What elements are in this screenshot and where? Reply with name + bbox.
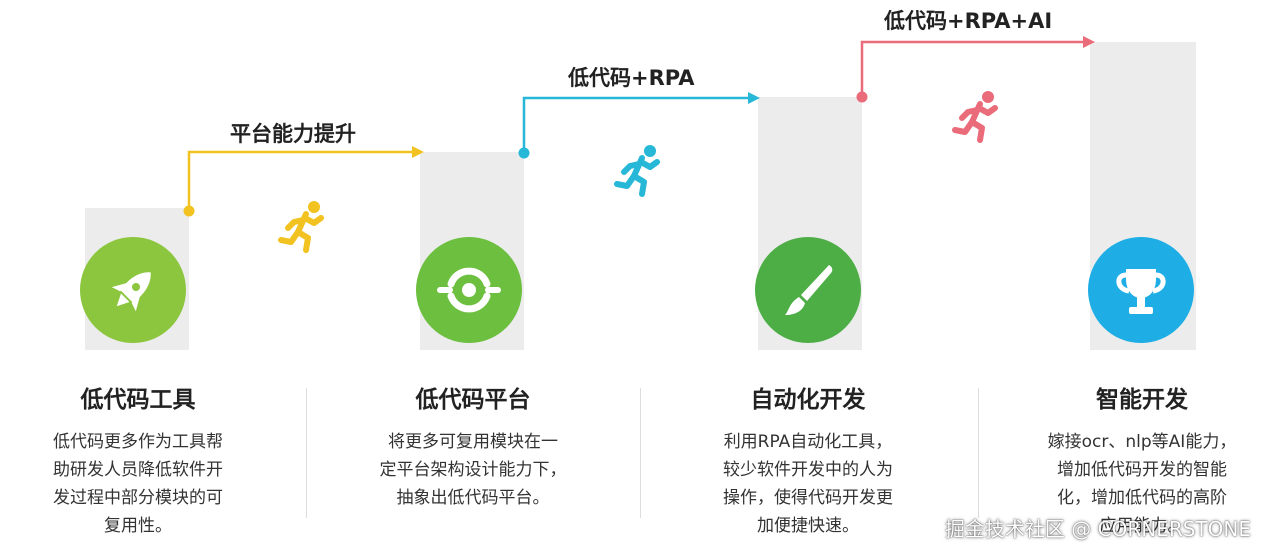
stage-circle-tool xyxy=(80,237,186,343)
stage-desc-smart: 嫁接ocr、nlp等AI能力， 增加低代码开发的智能 化，增加低代码的高阶 应用… xyxy=(1047,432,1237,536)
stage-circle-smart xyxy=(1088,237,1194,343)
sync-icon xyxy=(437,267,501,313)
stage-desc-automation: 利用RPA自动化工具， 较少软件开发中的人为 操作，使得代码开发更 加便捷快速。 xyxy=(723,432,893,536)
brush-icon xyxy=(785,265,833,315)
step-label-1: 平台能力提升 xyxy=(230,122,356,146)
runner-icon xyxy=(278,201,324,253)
stage-desc-tool: 低代码更多作为工具帮 助研发人员降低软件开 发过程中部分模块的可 复用性。 xyxy=(53,432,223,536)
runner-icon xyxy=(952,91,998,143)
stage-desc-platform: 将更多可复用模块在一 定平台架构设计能力下， 抽象出低代码平台。 xyxy=(379,432,567,508)
column-divider xyxy=(306,388,307,518)
stage-circle-automation xyxy=(755,237,861,343)
column-divider xyxy=(978,388,979,518)
rocket-icon xyxy=(111,272,151,312)
arrow-step-3 xyxy=(856,36,1095,103)
arrow-step-2 xyxy=(518,92,760,159)
step-label-2: 低代码+RPA xyxy=(568,66,695,90)
stage-title-automation: 自动化开发 xyxy=(750,387,866,413)
stage-circle-platform xyxy=(416,237,522,343)
trophy-icon xyxy=(1116,269,1166,314)
stage-title-smart: 智能开发 xyxy=(1096,387,1188,413)
runner-icon xyxy=(614,145,660,197)
step-label-3: 低代码+RPA+AI xyxy=(884,9,1053,33)
stage-title-platform: 低代码平台 xyxy=(415,387,531,413)
watermark: 掘金技术社区 @ CORNERSTONE xyxy=(944,517,1251,541)
stage-title-tool: 低代码工具 xyxy=(80,387,196,413)
column-divider xyxy=(640,388,641,518)
arrow-step-1 xyxy=(183,146,424,217)
